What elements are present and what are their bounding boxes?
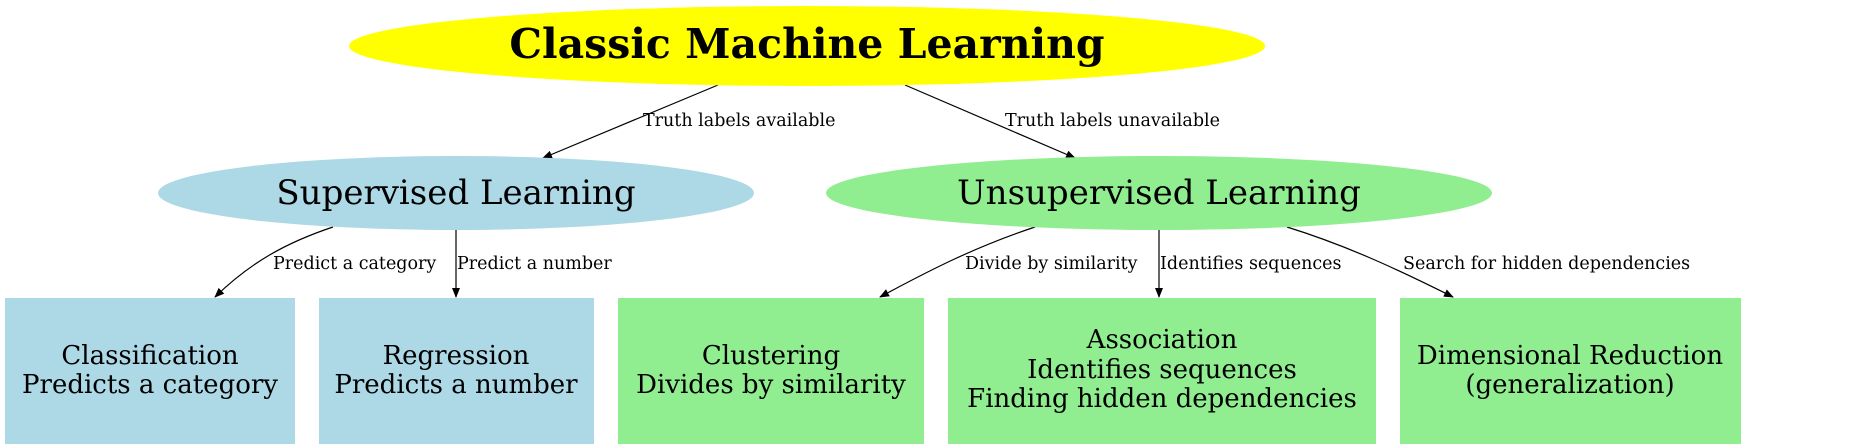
regression-description: Predicts a number [334, 370, 578, 400]
edge-root-to-unsupervised [904, 84, 1076, 159]
edge-label-truth-labels-available: Truth labels available [643, 111, 835, 131]
node-label-supervised-learning: Supervised Learning [276, 173, 635, 213]
node-label-classic-machine-learning: Classic Machine Learning [509, 20, 1104, 68]
node-association: Association Identifies sequences Finding… [948, 298, 1376, 444]
node-clustering: Clustering Divides by similarity [618, 298, 924, 444]
clustering-description: Divides by similarity [636, 370, 906, 400]
edge-supervised-to-classification [214, 226, 334, 298]
association-description-2: Finding hidden dependencies [967, 384, 1357, 414]
node-unsupervised-learning: Unsupervised Learning [826, 156, 1492, 230]
clustering-title: Clustering [702, 341, 840, 371]
edge-label-predict-a-number: Predict a number [457, 254, 612, 274]
edge-label-predict-a-category: Predict a category [273, 254, 436, 274]
regression-title: Regression [383, 341, 530, 371]
dimensional-reduction-title: Dimensional Reduction [1417, 341, 1723, 371]
edge-label-search-for-hidden-dependencies: Search for hidden dependencies [1403, 254, 1690, 274]
node-label-unsupervised-learning: Unsupervised Learning [957, 173, 1361, 213]
association-description-1: Identifies sequences [1027, 355, 1297, 385]
node-regression: Regression Predicts a number [319, 298, 594, 444]
node-supervised-learning: Supervised Learning [158, 156, 754, 230]
classification-title: Classification [61, 341, 239, 371]
node-classification: Classification Predicts a category [5, 298, 295, 444]
edge-unsupervised-to-dimensional-reduction [1286, 226, 1454, 298]
edge-label-identifies-sequences: Identifies sequences [1160, 254, 1342, 274]
node-dimensional-reduction: Dimensional Reduction (generalization) [1400, 298, 1741, 444]
edge-label-divide-by-similarity: Divide by similarity [965, 254, 1138, 274]
node-classic-machine-learning: Classic Machine Learning [349, 6, 1265, 86]
dimensional-reduction-description: (generalization) [1465, 370, 1674, 400]
edge-root-to-supervised [542, 84, 719, 159]
classification-description: Predicts a category [22, 370, 278, 400]
edge-unsupervised-to-clustering [879, 226, 1036, 298]
association-title: Association [1086, 325, 1238, 355]
edge-label-truth-labels-unavailable: Truth labels unavailable [1005, 111, 1220, 131]
